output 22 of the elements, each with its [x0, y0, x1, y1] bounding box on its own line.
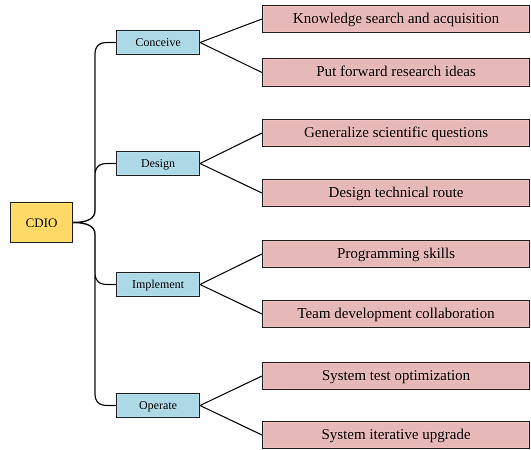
task-box: System iterative upgrade — [262, 421, 530, 449]
connector-line — [200, 132, 262, 164]
root-box: CDIO — [10, 202, 73, 243]
connector-line — [200, 375, 262, 406]
connector-line — [200, 404, 262, 436]
connector-line — [200, 42, 262, 74]
task-box: Design technical route — [262, 179, 530, 207]
stage-box: Operate — [116, 393, 200, 418]
connector-line — [200, 253, 262, 286]
connector-line — [200, 284, 262, 315]
task-box: Put forward research ideas — [262, 58, 530, 87]
task-box: System test optimization — [262, 362, 530, 390]
connector-line — [200, 18, 262, 44]
task-box: Team development collaboration — [262, 300, 530, 328]
task-box: Generalize scientific questions — [262, 119, 530, 147]
connector-line — [72, 222, 116, 406]
task-box: Knowledge search and acquisition — [262, 5, 530, 33]
stage-box: Design — [116, 151, 200, 176]
stage-box: Implement — [116, 272, 200, 297]
connector-line — [200, 162, 262, 194]
stage-box: Conceive — [116, 30, 200, 55]
task-box: Programming skills — [262, 240, 530, 268]
